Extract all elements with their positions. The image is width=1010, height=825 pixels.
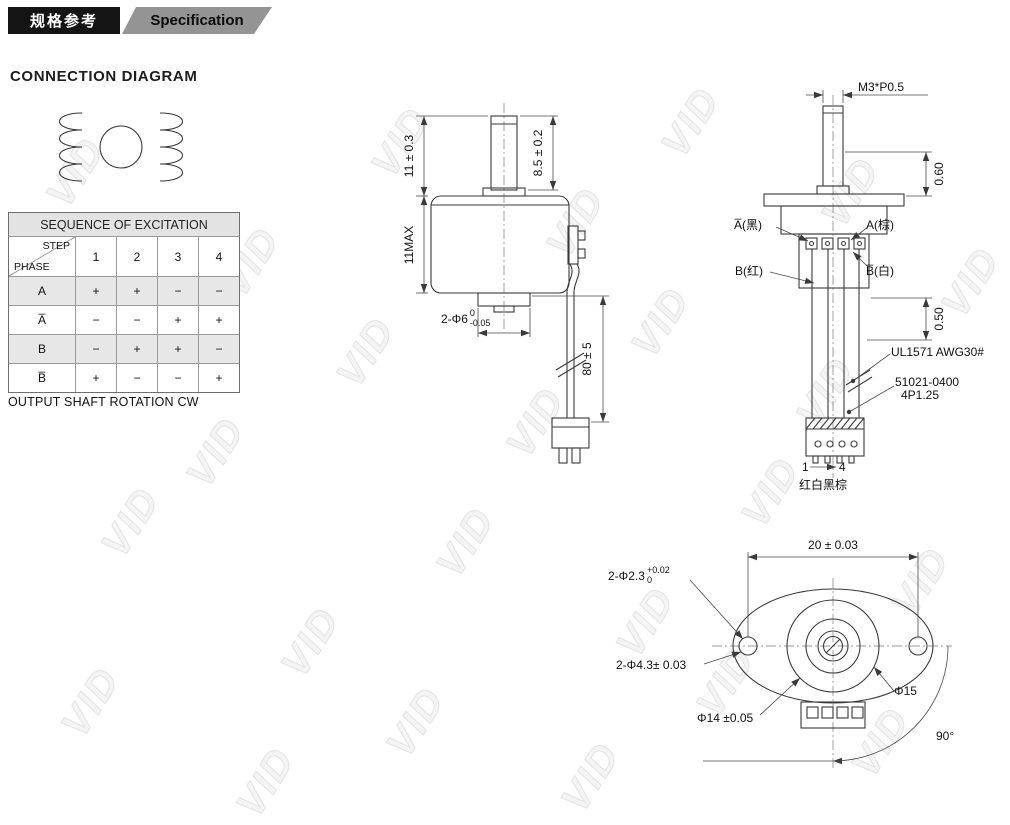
table-row: B̅ + − − + (9, 363, 239, 392)
dim-shaft-length: 11 ± 0.3 (402, 134, 416, 178)
table-title: SEQUENCE OF EXCITATION (9, 213, 239, 236)
dim-shaft-exposed: 8.5 ± 0.2 (531, 129, 545, 177)
spec-title-en-text: Specification (150, 12, 244, 29)
connector-pitch-label: 4P1.25 (901, 388, 940, 402)
step-header-1: 1 (75, 237, 116, 276)
spec-title-en: Specification (122, 7, 272, 34)
dim-small-holes-tolerance: +0.02 0 (646, 565, 670, 585)
terminal-label-a-bar: A̅(黑) (734, 218, 762, 232)
tolerance-upper: 0 (469, 308, 475, 318)
terminal-label-b: B(红) (735, 264, 763, 278)
value-cell: − (116, 306, 157, 334)
table-row: A̅ − − + + (9, 305, 239, 334)
value-cell: + (198, 364, 239, 392)
wire-spec-label: UL1571 AWG30# (891, 345, 984, 359)
dim-small-holes-main: 2-Φ2.3 (608, 568, 645, 583)
dim-body-height: 11MAX (402, 225, 416, 265)
side-view-drawing (763, 95, 905, 478)
connector-model-label: 51021-0400 (895, 375, 960, 389)
tolerance-lower: 0 (646, 574, 652, 585)
dim-top-step: 0.60 (932, 162, 946, 186)
value-cell: + (157, 306, 198, 334)
dim-boss-tolerance: 0 -0.05 (469, 308, 491, 328)
dim-boss-main: 2-Φ6 (441, 311, 468, 326)
value-cell: + (198, 306, 239, 334)
tolerance-upper: +0.02 (646, 565, 670, 575)
technical-drawing-canvas (59, 90, 952, 768)
phase-label: A̅ (37, 313, 46, 327)
table-title-text: SEQUENCE OF EXCITATION (40, 217, 208, 232)
dim-pilot-diameter: Φ15 (894, 684, 917, 698)
value-cell: − (75, 306, 116, 334)
terminal-label-b-bar: B̅(白) (866, 264, 894, 278)
step-header-4: 4 (198, 237, 239, 276)
dim-lead-length: 80 ± 5 (580, 342, 594, 376)
wire-color-order: 红白黑棕 (799, 478, 848, 492)
connection-diagram-heading: CONNECTION DIAGRAM (10, 68, 198, 85)
step-header-3: 3 (157, 237, 198, 276)
stepper-motor-spec-sheet: VID VID VID VID VID VID VID VID VID VID … (8, 7, 1010, 825)
side-view-dimensions (769, 90, 932, 471)
value-cell: − (198, 277, 239, 305)
step-header-2: 2 (116, 237, 157, 276)
rotation-direction-note: OUTPUT SHAFT ROTATION CW (8, 395, 199, 409)
value-cell: − (116, 364, 157, 392)
value-cell: + (116, 335, 157, 363)
terminal-label-a: A(棕) (866, 218, 894, 232)
tolerance-lower: -0.05 (469, 317, 491, 328)
dim-small-holes: 2-Φ2.3 +0.02 0 (608, 565, 670, 585)
table-row: A + + − − (9, 276, 239, 305)
table-row: B − + + − (9, 334, 239, 363)
value-cell: − (75, 335, 116, 363)
pin-number-first: 1 (802, 460, 809, 474)
value-cell: + (157, 335, 198, 363)
phase-label: B (37, 342, 46, 356)
coil-symbol (59, 112, 183, 182)
table-corner-cell: STEP PHASE (9, 237, 75, 276)
value-cell: + (116, 277, 157, 305)
thread-spec-label: M3*P0.5 (858, 80, 905, 94)
top-view-drawing (712, 578, 952, 768)
dim-mid-step: 0.50 (932, 307, 946, 331)
corner-phase-label: PHASE (14, 261, 50, 273)
excitation-table: SEQUENCE OF EXCITATION STEP PHASE 1 2 3 … (8, 212, 240, 393)
value-cell: + (75, 364, 116, 392)
dim-hole-span: 20 ± 0.03 (808, 538, 858, 552)
dim-boss-diameter-top: Φ14 ±0.05 (697, 711, 754, 725)
front-view-dimensions (416, 115, 609, 423)
value-cell: + (75, 277, 116, 305)
value-cell: − (157, 277, 198, 305)
corner-step-label: STEP (42, 240, 70, 252)
phase-label: B̅ (37, 371, 46, 385)
front-view-drawing (430, 103, 590, 464)
spec-title-cn: 规格参考 (8, 7, 120, 34)
value-cell: − (198, 335, 239, 363)
pin-number-last: 4 (839, 460, 846, 474)
phase-label: A (37, 284, 46, 298)
top-view-dimensions (689, 552, 949, 765)
dim-large-holes: 2-Φ4.3± 0.03 (616, 658, 687, 672)
table-header-row: STEP PHASE 1 2 3 4 (9, 236, 239, 276)
value-cell: − (157, 364, 198, 392)
dim-angle: 90° (936, 729, 955, 743)
dim-boss-diameter: 2-Φ6 0 -0.05 (441, 308, 491, 328)
